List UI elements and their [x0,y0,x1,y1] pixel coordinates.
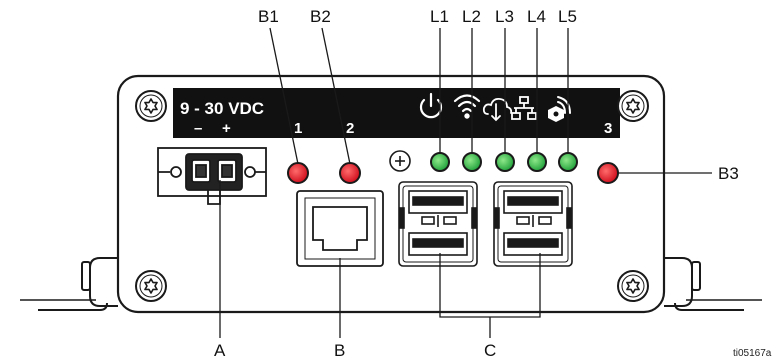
callout-b2: B2 [310,7,331,26]
right-mounting-bracket [664,257,762,311]
callout-b1: B1 [258,7,279,26]
usb-port-pair-2 [493,181,573,267]
led-b2-red [339,162,361,184]
led-l1-green [430,152,450,172]
wifi-icon [453,94,481,119]
port-number-2: 2 [346,120,354,137]
callout-b3: B3 [718,164,739,183]
left-mounting-bracket [20,257,118,311]
callout-l3: L3 [495,7,514,26]
cloud-icon [482,97,513,122]
led-b3-red [597,162,619,184]
callout-a: A [214,341,226,360]
network-icon [511,96,537,120]
cellular-icon [548,96,571,122]
torx-screw-icon [135,270,167,302]
torx-screw-icon [617,90,649,122]
label-panel [173,88,620,138]
torx-screw-icon [617,270,649,302]
callout-l2: L2 [462,7,481,26]
port-number-1: 1 [294,120,302,137]
polarity-plus: + [222,120,231,137]
usb-port-pair-1 [398,181,478,267]
led-l4-green [527,152,547,172]
led-b1-red [287,162,309,184]
callout-b: B [334,341,345,360]
port-number-3: 3 [604,120,612,137]
led-l2-green [462,152,482,172]
led-l5-green [558,152,578,172]
voltage-label: 9 - 30 VDC [180,99,264,118]
callout-c: C [484,341,496,360]
callout-l5: L5 [558,7,577,26]
callout-l1: L1 [430,7,449,26]
led-l3-green [495,152,515,172]
callout-leaders [219,27,712,338]
figure-reference: ti05167a [733,348,772,359]
ground-plus-icon [389,150,411,172]
polarity-minus: – [194,120,202,137]
power-terminal-block [157,147,267,205]
torx-screw-icon [135,90,167,122]
power-icon [419,92,443,119]
callout-l4: L4 [527,7,546,26]
